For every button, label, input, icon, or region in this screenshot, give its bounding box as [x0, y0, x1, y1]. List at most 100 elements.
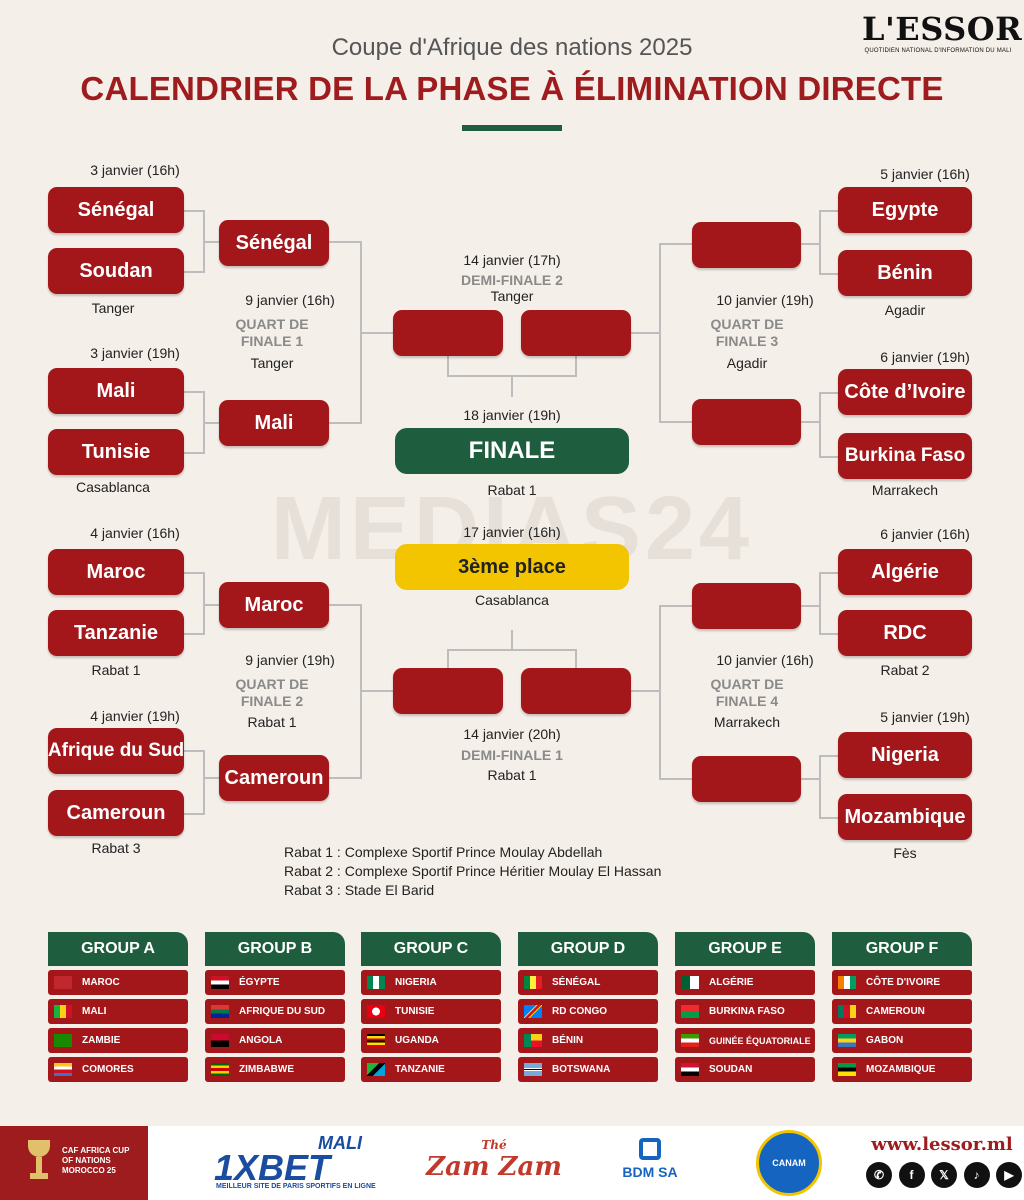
group-team: CAMEROUN: [832, 999, 972, 1024]
connector-line: [801, 421, 820, 423]
match-date: 5 janvier (16h): [880, 166, 970, 182]
team-algerie: Algérie: [838, 549, 972, 595]
connector-line: [820, 273, 838, 275]
match-date: 6 janvier (16h): [880, 526, 970, 542]
match-date: 6 janvier (19h): [880, 349, 970, 365]
connector-line: [184, 271, 204, 273]
facebook-icon[interactable]: f: [898, 1162, 925, 1188]
final-city: Rabat 1: [487, 482, 537, 498]
connector-line: [820, 633, 838, 635]
team-senegal: Sénégal: [48, 187, 184, 233]
qf3-slot-1: [692, 222, 801, 268]
match-city: Marrakech: [871, 482, 939, 498]
match-city: Agadir: [884, 302, 926, 318]
match-city: Rabat 3: [91, 840, 141, 856]
sponsor-canam: CANAM: [756, 1130, 822, 1196]
flag-morocco-icon: [54, 976, 72, 989]
group-team: MOZAMBIQUE: [832, 1057, 972, 1082]
sponsor-1xbet-tag: MALI: [318, 1133, 362, 1153]
sponsor-zam-zam: Thé Zam Zam: [424, 1138, 564, 1182]
connector-line: [820, 572, 838, 574]
match-date: 3 janvier (19h): [90, 345, 180, 361]
flag-sudan-icon: [681, 1063, 699, 1076]
group-team: CÔTE D'IVOIRE: [832, 970, 972, 995]
qf2-team-cameroun: Cameroun: [219, 755, 329, 801]
sf1-label: DEMI-FINALE 1: [461, 747, 563, 763]
group-title: GROUP A: [48, 932, 188, 966]
connector-line: [819, 755, 821, 819]
group-team: GABON: [832, 1028, 972, 1053]
flag-benin-icon: [524, 1034, 542, 1047]
team-cameroun: Cameroun: [48, 790, 184, 836]
flag-burkina-faso-icon: [681, 1005, 699, 1018]
connector-line: [660, 778, 692, 780]
connector-line: [575, 649, 577, 668]
bdm-logo-icon: [639, 1138, 661, 1160]
team-maroc: Maroc: [48, 549, 184, 595]
connector-line: [820, 755, 838, 757]
youtube-icon[interactable]: ▶: [996, 1162, 1022, 1188]
flag-equatorial-guinea-icon: [681, 1034, 699, 1047]
final-date: 18 janvier (19h): [463, 407, 561, 423]
team-egypte: Egypte: [838, 187, 972, 233]
social-icons: ✆ f 𝕏 ♪ ▶: [866, 1162, 1022, 1188]
sf1-date: 14 janvier (20h): [463, 726, 561, 742]
group-f: GROUP F CÔTE D'IVOIRE CAMEROUN GABON MOZ…: [832, 932, 972, 1082]
team-soudan: Soudan: [48, 248, 184, 294]
connector-line: [203, 604, 219, 606]
connector-line: [631, 690, 660, 692]
match-date: 5 janvier (19h): [880, 709, 970, 725]
connector-line: [184, 813, 204, 815]
connector-line: [447, 649, 577, 651]
connector-line: [329, 241, 361, 243]
website-url[interactable]: www.lessor.ml: [871, 1134, 1013, 1155]
stadiums-legend: Rabat 1 : Complexe Sportif Prince Moulay…: [284, 843, 661, 900]
third-place-box: 3ème place: [395, 544, 629, 590]
connector-line: [660, 421, 692, 423]
logo-name: L'ESSOR: [862, 10, 1023, 48]
connector-line: [820, 210, 838, 212]
x-icon[interactable]: 𝕏: [931, 1162, 957, 1188]
stadium-rabat-3: Rabat 3 : Stade El Barid: [284, 882, 435, 898]
sf2-slot-2: [521, 310, 631, 356]
group-team: NIGERIA: [361, 970, 501, 995]
sponsor-1xbet: MALI 1XBET MEILLEUR SITE DE PARIS SPORTI…: [214, 1133, 384, 1193]
connector-line: [184, 452, 204, 454]
qf4-label: QUART DE FINALE 4: [710, 676, 784, 709]
qf2-label: QUART DE FINALE 2: [235, 676, 309, 709]
match-city: Casablanca: [76, 479, 150, 495]
trophy-icon: [28, 1140, 50, 1179]
team-afrique-du-sud: Afrique du Sud: [48, 728, 184, 774]
qf4-slot-1: [692, 583, 801, 629]
sponsor-bdm-name: BDM SA: [622, 1164, 678, 1180]
title-divider: [462, 125, 562, 131]
team-burkina-faso: Burkina Faso: [838, 433, 972, 479]
group-title: GROUP C: [361, 932, 501, 966]
connector-line: [360, 690, 393, 692]
sponsor-zam-zam-pre: Thé: [481, 1138, 507, 1152]
sf2-slot-1: [393, 310, 503, 356]
flag-mozambique-icon: [838, 1063, 856, 1076]
match-city: Fès: [893, 845, 917, 861]
sf1-slot-1: [393, 668, 503, 714]
whatsapp-icon[interactable]: ✆: [866, 1162, 892, 1188]
connector-line: [184, 750, 204, 752]
connector-line: [659, 243, 661, 423]
group-team: SÉNÉGAL: [518, 970, 658, 995]
group-team: COMORES: [48, 1057, 188, 1082]
sf1-slot-2: [521, 668, 631, 714]
can-2025-logo: CAF AFRICA CUP OF NATIONS MOROCCO 25: [0, 1126, 148, 1200]
qf1-label: QUART DE FINALE 1: [235, 316, 309, 349]
team-rdc: RDC: [838, 610, 972, 656]
qf1-team-mali: Mali: [219, 400, 329, 446]
connector-line: [631, 332, 660, 334]
match-date: 3 janvier (16h): [90, 162, 180, 178]
group-team: AFRIQUE DU SUD: [205, 999, 345, 1024]
connector-line: [360, 332, 393, 334]
group-title: GROUP D: [518, 932, 658, 966]
group-team: ZAMBIE: [48, 1028, 188, 1053]
connector-line: [203, 422, 219, 424]
group-a: GROUP A MAROC MALI ZAMBIE COMORES: [48, 932, 188, 1082]
tiktok-icon[interactable]: ♪: [963, 1162, 990, 1188]
logo-subtitle: QUOTIDIEN NATIONAL D'INFORMATION DU MALI: [864, 48, 1012, 54]
